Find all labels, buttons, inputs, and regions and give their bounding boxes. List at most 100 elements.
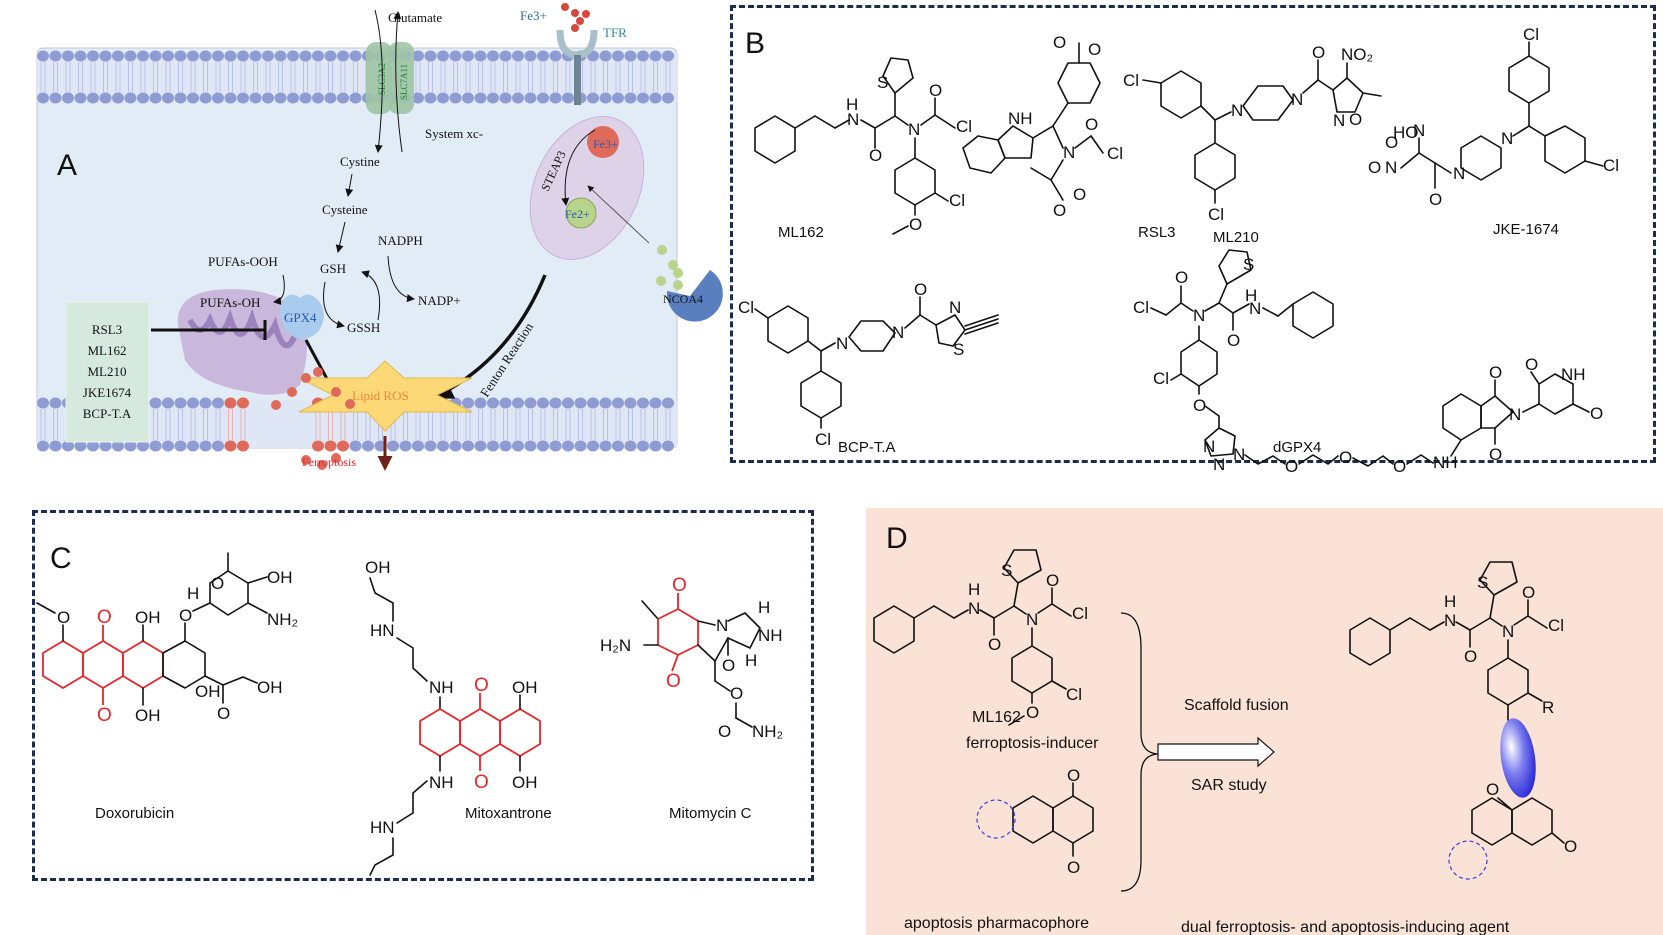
svg-text:N: N: [968, 599, 980, 618]
lipid-head: [587, 397, 599, 409]
lipid-head: [612, 50, 624, 62]
lipid-head: [624, 397, 637, 409]
lipid-head: [562, 397, 574, 409]
lipid-head: [574, 440, 587, 452]
lipid-head: [149, 92, 162, 104]
lipid-head: [512, 92, 524, 104]
lipid-head: [624, 50, 637, 62]
lipid-head: [574, 397, 587, 409]
lipid-head: [312, 92, 324, 104]
svg-text:S: S: [1243, 255, 1254, 274]
svg-text:O: O: [1026, 703, 1039, 722]
lipid-head: [87, 50, 99, 62]
svg-text:O: O: [1385, 133, 1398, 152]
inhibitor-item: RSL3: [92, 322, 122, 337]
lipid-head: [412, 440, 424, 452]
lipid-head: [499, 440, 512, 452]
svg-text:Cl: Cl: [738, 298, 754, 317]
svg-text:N: N: [1291, 90, 1303, 109]
svg-text:OH: OH: [365, 558, 391, 577]
lipid-head: [49, 440, 62, 452]
svg-text:O: O: [672, 575, 687, 596]
lipid-head: [599, 92, 612, 104]
svg-text:O: O: [929, 81, 942, 100]
panel-d-scheme: D N H O S N O Cl Cl O ML162 ferroptosis-…: [873, 522, 1577, 935]
lipid-head: [162, 440, 174, 452]
svg-text:O: O: [1368, 158, 1381, 177]
svg-text:O: O: [97, 705, 112, 726]
lipid-head: [562, 92, 574, 104]
lipid-head: [137, 92, 149, 104]
svg-text:NO₂: NO₂: [1341, 45, 1373, 64]
released-lipid: [345, 399, 355, 409]
panel-d-letter: D: [886, 522, 908, 555]
lipid-head: [487, 50, 499, 62]
lipid-head: [462, 50, 474, 62]
svg-text:Cl: Cl: [1548, 616, 1564, 635]
lipid-head: [637, 50, 649, 62]
svg-text:O: O: [1393, 457, 1406, 476]
label-mitomycin-c: Mitomycin C: [669, 805, 752, 822]
fusion-arrow[interactable]: [1157, 736, 1275, 768]
svg-text:NH: NH: [1561, 365, 1586, 384]
svg-text:NH: NH: [429, 773, 454, 792]
svg-text:O: O: [1489, 363, 1502, 382]
lipid-head: [524, 397, 537, 409]
svg-text:OH: OH: [512, 678, 538, 697]
lipid-head: [112, 440, 124, 452]
lipid-head: [274, 92, 287, 104]
label-doxorubicin: Doxorubicin: [95, 805, 174, 822]
lipid-head: [324, 92, 337, 104]
svg-text:N: N: [908, 120, 920, 139]
svg-text:O: O: [1564, 837, 1577, 856]
svg-text:Cl: Cl: [1523, 25, 1539, 44]
lipid-head: [237, 92, 249, 104]
svg-text:O: O: [914, 280, 927, 299]
lipid-head: [99, 440, 112, 452]
lipid-head: [249, 50, 262, 62]
lipid-head: [549, 50, 562, 62]
lipid-head: [212, 92, 224, 104]
svg-text:Cl: Cl: [1153, 369, 1169, 388]
panel-b-letter: B: [745, 27, 765, 60]
svg-text:O: O: [666, 671, 681, 692]
svg-text:NH: NH: [758, 626, 783, 645]
svg-text:O: O: [57, 608, 70, 627]
lipid-head: [137, 440, 149, 452]
gsh-label: GSH: [320, 261, 346, 276]
lipid-head: [362, 440, 374, 452]
fe3-extracellular-label: Fe3+: [520, 8, 547, 23]
gssh-label: GSSH: [347, 320, 380, 335]
lipid-head: [99, 50, 112, 62]
lipid-head: [449, 92, 462, 104]
lipid-head: [37, 397, 49, 409]
lipid-head: [649, 50, 662, 62]
svg-text:O: O: [1339, 448, 1352, 467]
svg-text:O: O: [217, 704, 230, 723]
svg-text:O: O: [1312, 43, 1325, 62]
svg-text:N: N: [1502, 622, 1514, 641]
linker-ellipse: [1500, 718, 1536, 798]
svg-text:O: O: [909, 215, 922, 234]
svg-text:N: N: [1444, 611, 1456, 630]
cystine-label: Cystine: [340, 154, 380, 169]
lipid-head: [199, 397, 212, 409]
lipid-head: [662, 92, 674, 104]
svg-text:OH: OH: [512, 773, 538, 792]
svg-text:O: O: [722, 656, 735, 675]
svg-text:NH₂: NH₂: [267, 610, 298, 629]
lipid-head: [587, 440, 599, 452]
svg-text:O: O: [1464, 647, 1477, 666]
lipid-head: [124, 92, 137, 104]
molecule-ml162: N H O S N O Cl Cl O: [754, 57, 972, 235]
lipid-head: [612, 397, 624, 409]
label-bcp-ta: BCP-T.A: [838, 439, 896, 456]
svg-text:Cl: Cl: [1107, 144, 1123, 163]
lipid-head: [274, 50, 287, 62]
svg-text:O: O: [1175, 268, 1188, 287]
lipid-head: [587, 92, 599, 104]
lipid-head: [49, 92, 62, 104]
svg-text:N: N: [949, 298, 961, 317]
lipid-head: [474, 397, 487, 409]
